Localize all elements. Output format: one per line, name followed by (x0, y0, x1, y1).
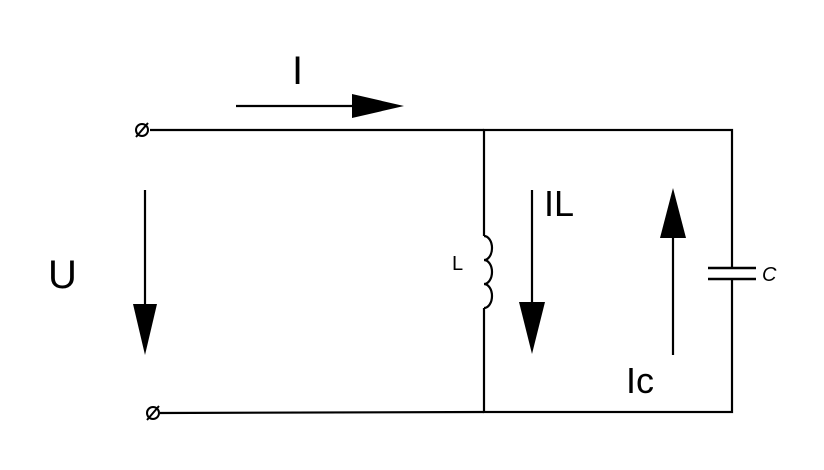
capacitor-symbol (708, 266, 756, 281)
voltage-arrow (133, 190, 157, 355)
top-terminal (135, 122, 149, 138)
current-capacitor-arrow (660, 188, 686, 355)
inductor-label: L (452, 253, 463, 275)
capacitor-label: C (762, 264, 777, 286)
current-capacitor-label: Ic (626, 360, 654, 401)
voltage-label: U (48, 253, 77, 297)
current-total-label: I (292, 49, 303, 93)
bottom-terminal (146, 405, 160, 421)
current-total-arrow (236, 94, 404, 118)
inductor-symbol (478, 234, 494, 310)
current-inductor-arrow (519, 190, 545, 354)
bottom-wire (159, 410, 485, 415)
parallel-branch-frame (482, 128, 734, 414)
current-inductor-label: IL (544, 183, 574, 224)
